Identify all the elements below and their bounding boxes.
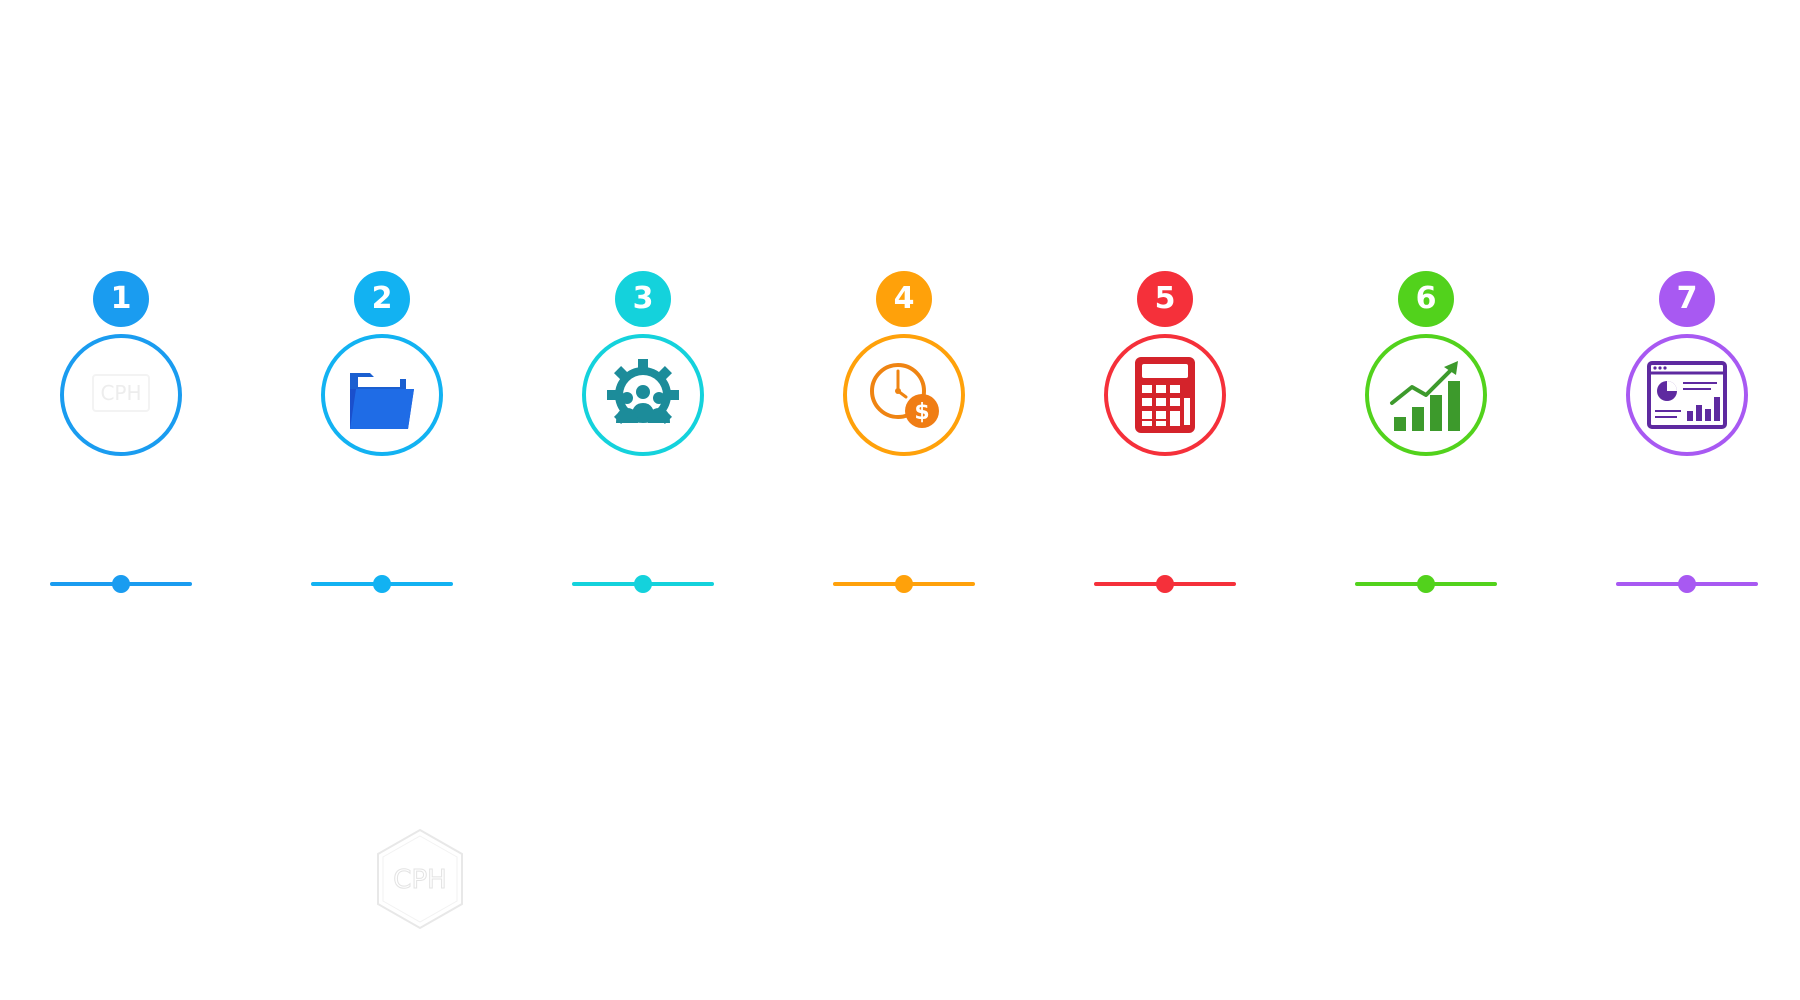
step-icon-ring [1626,334,1748,456]
timeline-dot [1678,575,1696,593]
step-3: 3 [563,0,723,1000]
step-number-badge: 7 [1659,271,1715,327]
timeline-dot [895,575,913,593]
timeline-dot [634,575,652,593]
step-icon-ring: CPH [60,334,182,456]
step-number-badge: 3 [615,271,671,327]
timeline-dot [1156,575,1174,593]
step-icon-ring: $ [843,334,965,456]
step-7: 7 [1607,0,1767,1000]
cph-watermark-text: CPH [393,865,446,895]
cph-logo-text: CPH [100,381,141,405]
svg-text:$: $ [914,400,929,425]
calculator-icon [1135,357,1195,433]
step-5: 5 [1085,0,1245,1000]
step-icon-ring [1104,334,1226,456]
step-icon-ring [1365,334,1487,456]
step-6: 6 [1346,0,1506,1000]
step-number-badge: 2 [354,271,410,327]
dashboard-report-icon [1647,361,1727,429]
step-number-badge: 1 [93,271,149,327]
step-icon-ring [582,334,704,456]
step-number-badge: 4 [876,271,932,327]
time-money-icon: $ [870,363,939,428]
step-1: 1 CPH [41,0,201,1000]
growth-chart-icon [1390,361,1460,431]
step-number-badge: 6 [1398,271,1454,327]
timeline-dot [112,575,130,593]
step-4: 4 $ [824,0,984,1000]
cph-watermark-logo: CPH [377,828,463,930]
step-number-badge: 5 [1137,271,1193,327]
step-2: 2 [302,0,462,1000]
folder-icon [350,373,414,429]
step-icon-ring [321,334,443,456]
cph-logo-icon: CPH [92,374,150,412]
timeline-dot [373,575,391,593]
team-gear-icon [607,359,679,424]
timeline-dot [1417,575,1435,593]
